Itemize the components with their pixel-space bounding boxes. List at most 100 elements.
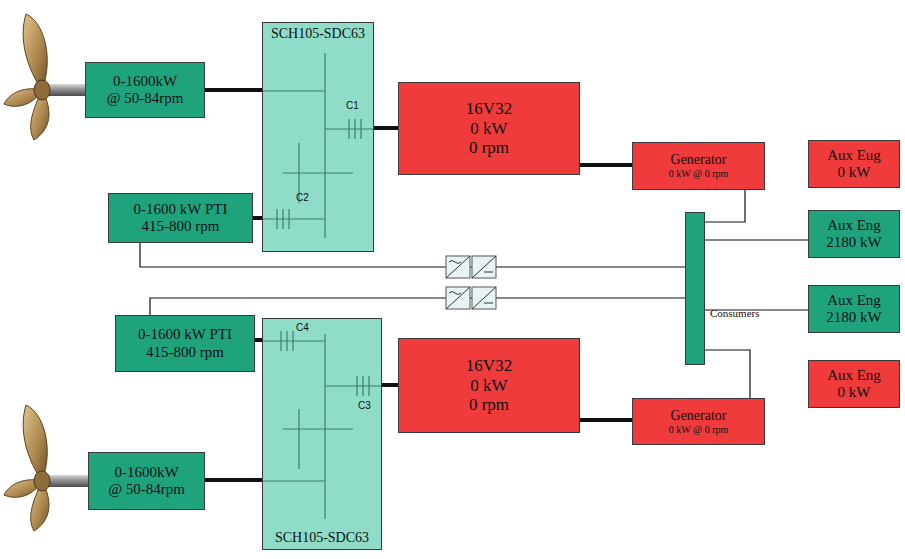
gear-shaft-line	[288, 209, 289, 229]
gear-shaft-line	[324, 334, 325, 519]
node-text: 0 kW	[838, 384, 871, 401]
converter-cell	[446, 287, 470, 309]
node-text: 0 rpm	[469, 138, 509, 158]
gearbox-box: SCH105-SDC63	[262, 318, 382, 550]
node-text: 0 rpm	[469, 395, 509, 415]
node-text: 0-1600 kW PTI	[134, 201, 228, 218]
pti-box: 0-1600 kW PTI415-800 rpm	[108, 193, 253, 243]
converter-cell	[472, 256, 496, 278]
gear-shaft-line	[325, 385, 381, 386]
gear-shaft-line	[354, 119, 355, 139]
node-text: 0 kW	[838, 164, 871, 181]
aux-engine-box: Aux Eug0 kW	[808, 140, 900, 188]
node-text: 0 kW	[470, 119, 507, 139]
node-text: 415-800 rpm	[142, 218, 220, 235]
shaft-connector	[580, 418, 632, 422]
converter-dc-mark	[484, 272, 493, 273]
gear-shaft-line	[263, 480, 325, 481]
gear-shaft-line	[263, 340, 325, 341]
node-text: Generator	[671, 408, 727, 424]
clutch-label: C2	[296, 192, 309, 203]
propeller-power-box: 0-1600kW@ 50-84rpm	[88, 452, 205, 510]
gear-shaft-line	[356, 376, 357, 396]
shaft-connector	[382, 383, 398, 387]
converter-diagonal	[472, 287, 496, 309]
propeller-blade	[23, 405, 47, 481]
converter-diagonal	[472, 256, 496, 278]
node-text: @ 50-84rpm	[108, 481, 185, 498]
clutch-label: C4	[296, 322, 309, 333]
gear-shaft-line	[280, 331, 281, 351]
generator-box: Generator0 kW @ 0 rpm	[632, 142, 765, 190]
gear-shaft-line	[362, 376, 363, 396]
cable-connector	[705, 239, 808, 240]
cable-connector	[150, 298, 685, 315]
node-text: Aux Eng	[827, 292, 881, 309]
gear-shaft-line	[298, 409, 299, 469]
converter-dc-mark	[484, 303, 493, 304]
bus-caption: Consumers	[710, 307, 760, 320]
converter-diagonal	[446, 256, 470, 278]
engine-box: 16V320 kW0 rpm	[398, 82, 580, 175]
node-text: SCH105-SDC63	[275, 530, 369, 546]
propeller	[4, 405, 89, 531]
gear-train-symbol	[263, 23, 373, 251]
converter-cell	[472, 287, 496, 309]
pti-box: 0-1600 kW PTI415-800 rpm	[115, 315, 255, 372]
propeller-hub	[34, 80, 50, 100]
gear-shaft-line	[292, 331, 293, 351]
clutch-label: C3	[358, 400, 371, 411]
node-text: 0 kW @ 0 rpm	[669, 168, 729, 180]
gearbox-box: SCH105-SDC63	[262, 22, 374, 252]
gear-shaft-line	[324, 53, 325, 238]
cable-connector	[705, 190, 745, 222]
node-text: 0-1600 kW PTI	[138, 326, 232, 343]
gear-train-symbol	[263, 319, 381, 549]
gear-shaft-line	[276, 209, 277, 229]
gear-shaft-line	[360, 119, 361, 139]
gear-shaft-line	[368, 376, 369, 396]
frequency-converter	[446, 256, 496, 278]
node-text: 16V32	[466, 356, 512, 376]
gear-shaft-line	[263, 218, 325, 219]
shaft-connector	[374, 126, 398, 130]
propeller	[4, 14, 86, 140]
gear-shaft-line	[286, 331, 287, 351]
gear-shaft-line	[283, 428, 353, 429]
gear-shaft-line	[283, 172, 353, 173]
engine-box: 16V320 kW0 rpm	[398, 338, 580, 433]
aux-engine-box: Aux Eng2180 kW	[808, 285, 900, 333]
gear-shaft-line	[263, 90, 325, 91]
frequency-converter	[446, 287, 496, 309]
propeller-blade	[23, 14, 47, 90]
clutch-label: C1	[346, 100, 359, 111]
node-text: 0-1600kW	[113, 73, 177, 90]
node-text: Generator	[671, 152, 727, 168]
shaft-connector	[205, 88, 262, 92]
shaft-connector	[580, 163, 632, 167]
node-text: 0-1600kW	[114, 464, 178, 481]
shaft-connector	[253, 216, 262, 220]
generator-box: Generator0 kW @ 0 rpm	[632, 398, 765, 445]
node-text: @ 50-84rpm	[107, 90, 184, 107]
shaft-connector	[205, 478, 262, 482]
shaft-connector	[255, 338, 262, 342]
node-text: 0 kW	[470, 376, 507, 396]
node-text: 16V32	[466, 99, 512, 119]
converter-wave	[449, 261, 461, 264]
node-text: 2180 kW	[826, 234, 881, 251]
converter-diagonal	[446, 287, 470, 309]
node-text: SCH105-SDC63	[271, 26, 365, 42]
propeller-power-box: 0-1600kW@ 50-84rpm	[85, 62, 205, 118]
gear-shaft-line	[348, 119, 349, 139]
busbar: Consumers	[685, 212, 705, 365]
cable-connector	[705, 350, 750, 398]
aux-engine-box: Aux Eng2180 kW	[808, 210, 900, 258]
converter-wave	[449, 292, 461, 295]
node-text: 0 kW @ 0 rpm	[669, 424, 729, 436]
node-text: 2180 kW	[826, 309, 881, 326]
node-text: 415-800 rpm	[146, 344, 224, 361]
node-text: Aux Eng	[827, 217, 881, 234]
propeller-hub	[34, 471, 50, 491]
